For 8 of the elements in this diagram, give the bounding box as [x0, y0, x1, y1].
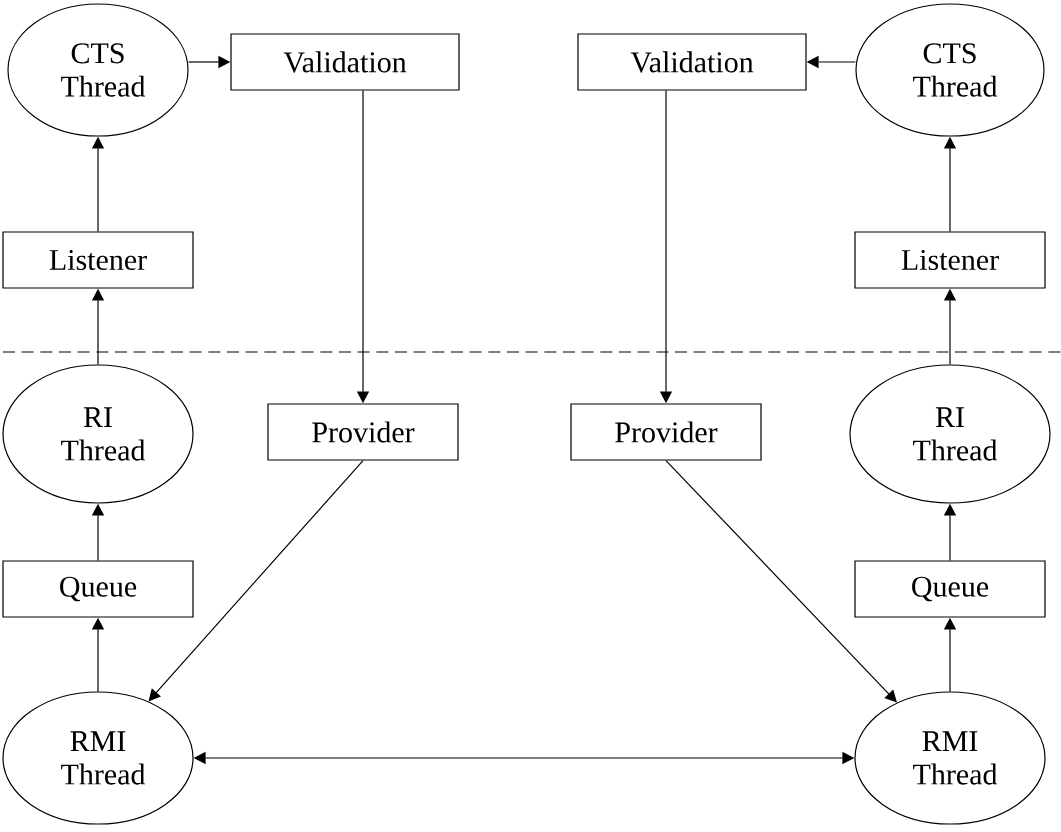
process-box: Listener [2, 231, 194, 289]
process-box: Queue [2, 560, 194, 618]
process-box: Queue [854, 560, 1046, 618]
process-box: Provider [267, 403, 459, 461]
process-box: Listener [854, 231, 1046, 289]
process-box: Validation [230, 33, 460, 91]
process-box: Validation [577, 33, 807, 91]
process-box: Provider [570, 403, 762, 461]
